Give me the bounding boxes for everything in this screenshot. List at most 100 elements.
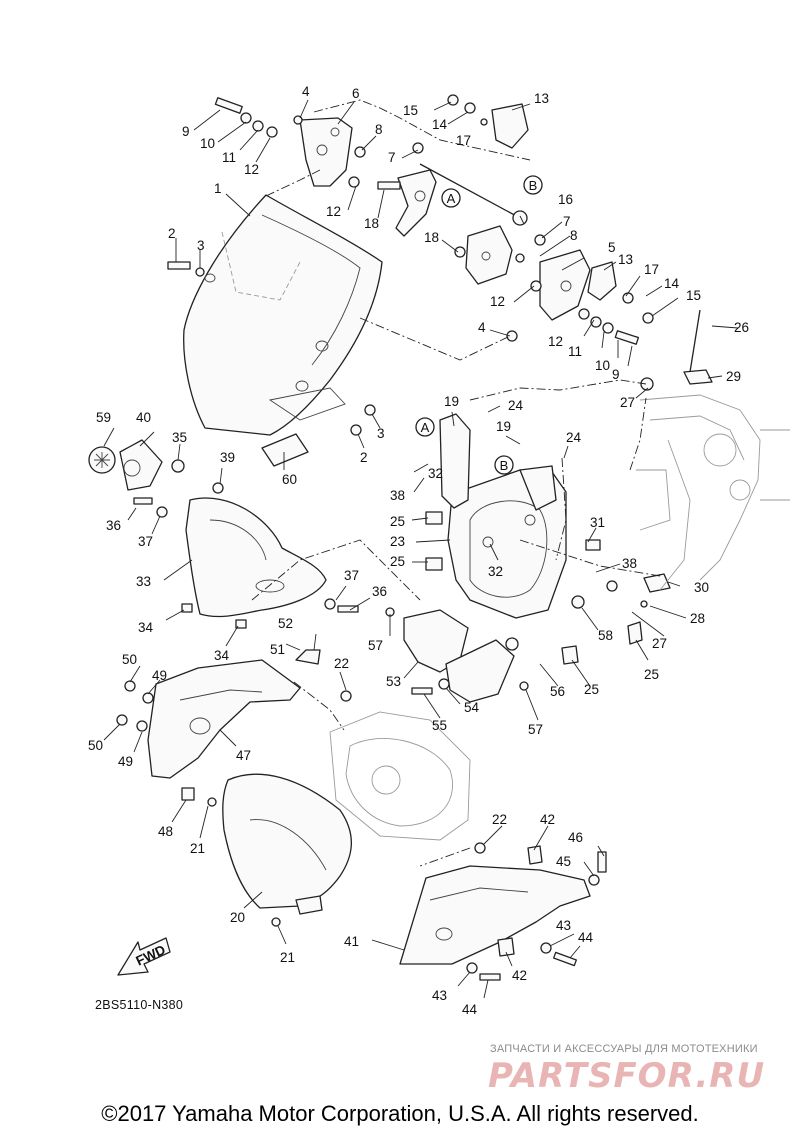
callout-25: 25 (644, 667, 659, 682)
callout-36: 36 (106, 518, 121, 533)
callout-57: 57 (528, 722, 543, 737)
callout-44: 44 (462, 1002, 478, 1017)
callout-21: 21 (190, 841, 205, 856)
callout-7: 7 (388, 150, 396, 165)
callout-10: 10 (595, 358, 610, 373)
leader-lines (103, 99, 739, 999)
callout-12: 12 (490, 294, 505, 309)
callout-50: 50 (122, 652, 137, 667)
callout-3: 3 (197, 238, 205, 253)
callout-4: 4 (302, 84, 310, 99)
callout-19: 19 (496, 419, 511, 434)
callout-38: 38 (622, 556, 637, 571)
callout-31: 31 (590, 515, 605, 530)
callout-36: 36 (372, 584, 387, 599)
callout-14: 14 (432, 117, 448, 132)
callout-34: 34 (138, 620, 154, 635)
callout-12: 12 (244, 162, 259, 177)
callout-45: 45 (556, 854, 571, 869)
callout-59: 59 (96, 410, 111, 425)
callout-23: 23 (390, 534, 405, 549)
callout-28: 28 (690, 611, 705, 626)
callout-42: 42 (540, 812, 555, 827)
callout-25: 25 (390, 514, 405, 529)
lower-cowl-part (207, 773, 353, 927)
callout-39: 39 (220, 450, 235, 465)
callout-33: 33 (136, 574, 151, 589)
callout-1: 1 (214, 181, 222, 196)
callout-17: 17 (456, 133, 471, 148)
callout-26: 26 (734, 320, 749, 335)
callout-47: 47 (236, 748, 251, 763)
callout-43: 43 (556, 918, 571, 933)
callout-25: 25 (390, 554, 405, 569)
callout-37: 37 (138, 534, 153, 549)
callout-3: 3 (377, 426, 385, 441)
callout-18: 18 (364, 216, 379, 231)
callout-24: 24 (508, 398, 524, 413)
callout-49: 49 (152, 668, 167, 683)
callout-19: 19 (444, 394, 459, 409)
callout-2: 2 (360, 450, 368, 465)
reference-marker-a-top: A (441, 188, 461, 208)
air-duct-part (385, 607, 529, 703)
callout-4: 4 (478, 320, 486, 335)
callout-49: 49 (118, 754, 133, 769)
callout-27: 27 (652, 636, 667, 651)
callout-9: 9 (612, 367, 620, 382)
callout-6: 6 (352, 86, 360, 101)
drawing-code: 2BS5110-N380 (95, 998, 184, 1012)
callout-46: 46 (568, 830, 583, 845)
reference-marker-a-mid: A (415, 417, 435, 437)
svg-text:A: A (421, 420, 430, 435)
callout-5: 5 (608, 240, 616, 255)
callout-9: 9 (182, 124, 190, 139)
callout-12: 12 (326, 204, 341, 219)
callout-13: 13 (618, 252, 633, 267)
reference-marker-b-top: B (523, 175, 543, 195)
copyright-notice: ©2017 Yamaha Motor Corporation, U.S.A. A… (101, 1101, 699, 1126)
callout-53: 53 (386, 674, 401, 689)
callout-43: 43 (432, 988, 447, 1003)
callout-55: 55 (432, 718, 447, 733)
callout-41: 41 (344, 934, 359, 949)
callout-14: 14 (664, 276, 680, 291)
callout-27: 27 (620, 395, 635, 410)
callout-58: 58 (598, 628, 613, 643)
callout-32: 32 (428, 466, 443, 481)
callout-labels: 1 2 2 3 3 4 4 5 6 7 7 8 8 9 9 10 10 11 1… (88, 84, 749, 1017)
side-panel-right-part (399, 845, 607, 981)
callout-10: 10 (200, 136, 215, 151)
callout-22: 22 (334, 656, 349, 671)
assembly-lines (251, 99, 661, 867)
callout-50: 50 (88, 738, 103, 753)
callout-18: 18 (424, 230, 439, 245)
inner-panel-left-part (88, 439, 359, 629)
callout-52: 52 (278, 616, 293, 631)
callout-51: 51 (270, 642, 285, 657)
callout-34: 34 (214, 648, 230, 663)
callout-40: 40 (136, 410, 151, 425)
hardware-fasteners (167, 94, 713, 436)
callout-54: 54 (464, 700, 480, 715)
caution-label-part (261, 433, 309, 467)
callout-48: 48 (158, 824, 173, 839)
frame-ghost (636, 394, 790, 591)
callout-25: 25 (584, 682, 599, 697)
callout-42: 42 (512, 968, 527, 983)
forward-arrow-icon: FWD (117, 937, 171, 976)
callout-16: 16 (558, 192, 573, 207)
callout-8: 8 (375, 122, 383, 137)
callout-21: 21 (280, 950, 295, 965)
headlight-ghost (329, 690, 486, 854)
callout-29: 29 (726, 369, 741, 384)
callout-60: 60 (282, 472, 297, 487)
stay-bracket-right-part (419, 103, 617, 321)
watermark-brand: PARTSFOR.RU (488, 1056, 766, 1096)
windshield-part (183, 194, 383, 436)
callout-30: 30 (694, 580, 709, 595)
callout-56: 56 (550, 684, 565, 699)
callout-13: 13 (534, 91, 549, 106)
callout-15: 15 (686, 288, 701, 303)
